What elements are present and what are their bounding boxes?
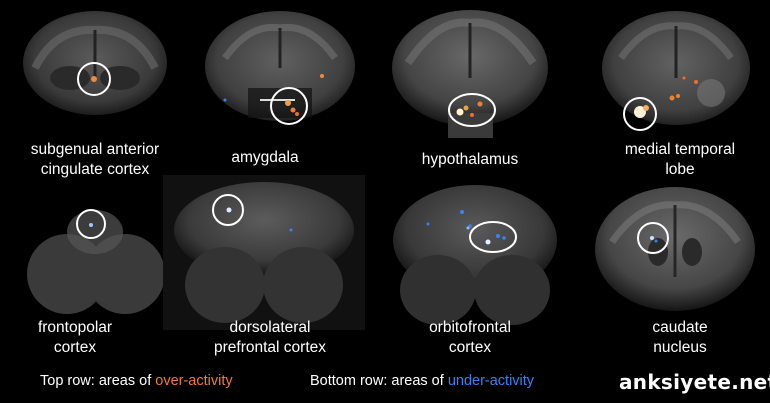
brain-scan-caudate bbox=[590, 187, 760, 327]
label-line-2: cingulate cortex bbox=[40, 161, 150, 178]
brain-scan-dlpfc bbox=[163, 175, 365, 330]
label-line-1: orbitofrontal bbox=[429, 319, 511, 336]
label-amygdala: amygdala bbox=[185, 148, 345, 168]
label-ofc: orbitofrontal cortex bbox=[385, 318, 555, 358]
label-caudate: caudate nucleus bbox=[600, 318, 760, 358]
watermark: anksiyete.net bbox=[619, 370, 770, 394]
brain-scan-frontopolar bbox=[25, 202, 165, 322]
legend-over-activity: over-activity bbox=[155, 373, 233, 389]
brain-scan-ofc bbox=[390, 180, 560, 330]
label-sgacc: subgenual anterior cingulate cortex bbox=[5, 140, 185, 180]
label-hypothalamus: hypothalamus bbox=[390, 150, 550, 170]
label-line-1: hypothalamus bbox=[421, 151, 519, 168]
label-line-2: lobe bbox=[665, 161, 695, 178]
label-line-2: cortex bbox=[53, 339, 97, 356]
legend-top-row: Top row: areas of over-activity bbox=[40, 373, 233, 389]
label-line-2: nucleus bbox=[653, 339, 707, 356]
brain-scan-sgacc bbox=[15, 8, 175, 123]
label-line-1: subgenual anterior bbox=[30, 141, 160, 158]
label-line-2: prefrontal cortex bbox=[214, 339, 326, 356]
label-line-1: medial temporal bbox=[624, 141, 736, 158]
brain-scan-mtl bbox=[596, 8, 756, 133]
label-mtl: medial temporal lobe bbox=[600, 140, 760, 180]
label-frontopolar: frontopolar cortex bbox=[0, 318, 150, 358]
label-line-1: amygdala bbox=[231, 149, 299, 166]
legend-under-activity: under-activity bbox=[447, 373, 535, 389]
brain-scan-amygdala bbox=[200, 8, 360, 128]
label-dlpfc: dorsolateral prefrontal cortex bbox=[185, 318, 355, 358]
label-line-2: cortex bbox=[448, 339, 492, 356]
legend-bottom-prefix: Bottom row: areas of bbox=[310, 373, 448, 389]
legend-top-prefix: Top row: areas of bbox=[40, 373, 156, 389]
label-line-1: frontopolar bbox=[37, 319, 113, 336]
label-line-1: dorsolateral bbox=[229, 319, 311, 336]
brain-scan-hypothalamus bbox=[388, 8, 553, 138]
label-line-1: caudate bbox=[652, 319, 708, 336]
legend-bottom-row: Bottom row: areas of under-activity bbox=[310, 373, 534, 389]
